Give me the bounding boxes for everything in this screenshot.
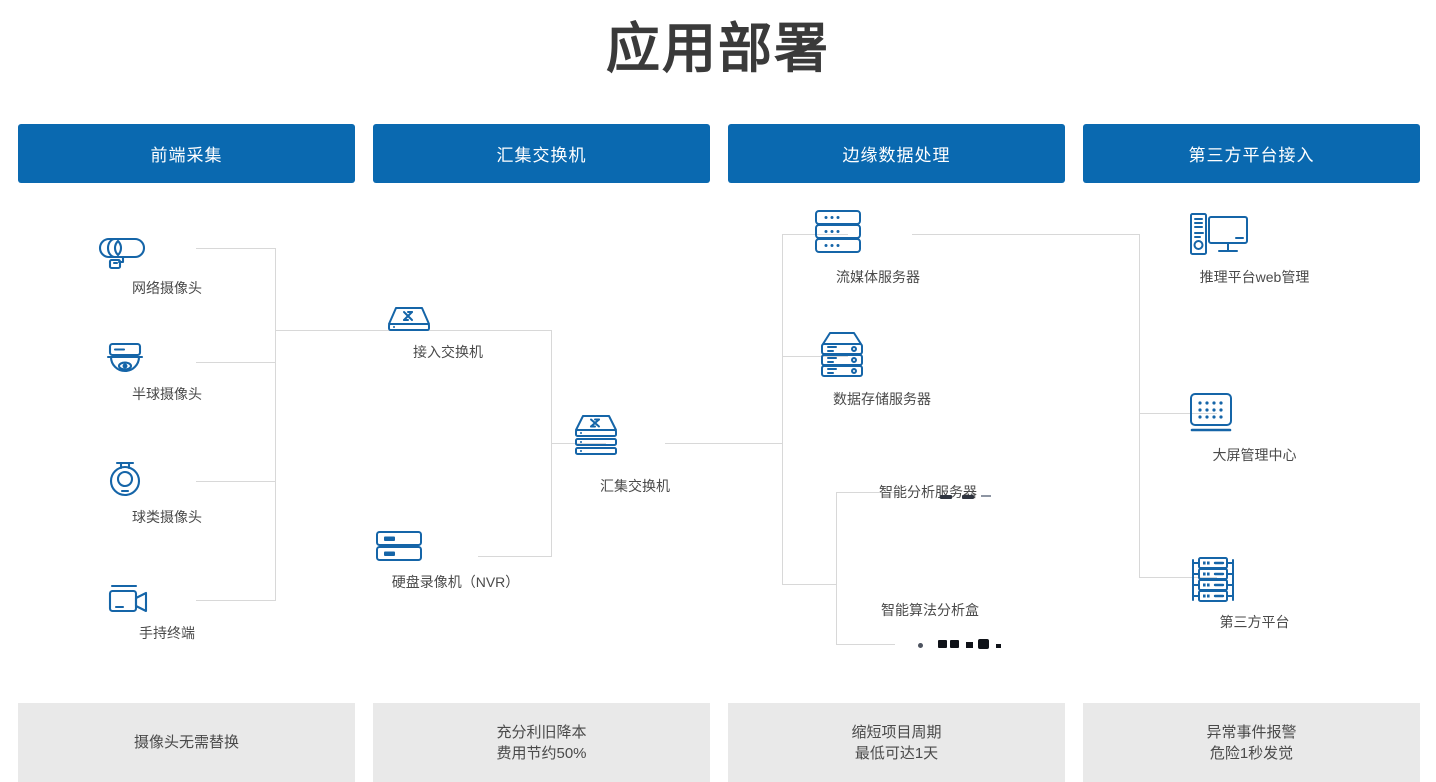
wire-cameras-to-access-switch [275,330,479,331]
node-ptz-camera[interactable]: 球类摄像头 [97,458,237,527]
node-label: 手持终端 [139,625,195,641]
storage-server-icon [812,328,952,382]
dome-camera-icon [97,341,237,377]
wire-access-switch-out [478,330,552,331]
video-wall-icon [1182,390,1327,438]
bullet-camera-icon [97,225,237,271]
node-label: 智能算法分析盒 [881,602,979,618]
camcorder-icon [97,582,237,616]
node-label: 汇集交换机 [600,478,670,494]
node-label: 接入交换机 [413,344,483,360]
node-aggregation-switch[interactable]: 汇集交换机 [565,413,705,496]
node-web-platform[interactable]: 推理平台web管理 [1182,210,1327,287]
footer-benefit-third-party: 异常事件报警 危险1秒发觉 [1083,703,1420,782]
wire-bullet-to-bus [196,248,276,249]
wire-aggregation-to-edge-bus [665,443,782,444]
node-bullet-camera[interactable]: 网络摄像头 [97,225,237,298]
wire-edge-bus-to-analysis-subbus [782,584,837,585]
rack-server-icon [808,208,948,260]
node-analysis-server[interactable]: 智能分析服务器 [858,475,998,502]
node-third-party-platform[interactable]: 第三方平台 [1182,555,1327,632]
node-dome-camera[interactable]: 半球摄像头 [97,341,237,404]
wire-ptz-to-bus [196,481,276,482]
wire-analysis-subbus [836,492,837,644]
node-handheld-terminal[interactable]: 手持终端 [97,582,237,643]
footer-benefit-switch: 充分利旧降本 费用节约50% [373,703,710,782]
node-access-switch[interactable]: 接入交换机 [378,303,518,362]
wire-algorithm-box-in [836,644,895,645]
wire-third-party-bus-to-video-wall [1139,413,1217,414]
wire-dome-to-bus [196,362,276,363]
wire-handheld-to-bus [196,600,276,601]
node-label: 球类摄像头 [132,509,202,525]
wire-access-bus-to-aggregation [551,443,606,444]
wire-edge-to-third-party [912,234,1139,235]
stacked-switch-icon [565,413,705,469]
node-label: 数据存储服务器 [833,391,931,407]
footer-benefit-edge: 缩短项目周期 最低可达1天 [728,703,1065,782]
node-label: 大屏管理中心 [1212,447,1297,463]
node-nvr[interactable]: 硬盘录像机（NVR） [368,529,543,592]
node-label: 第三方平台 [1219,614,1290,630]
nvr-icon [368,529,543,565]
page-title: 应用部署 [606,19,830,79]
ptz-camera-icon [97,458,237,500]
wire-camera-bus [275,248,276,600]
node-label: 半球摄像头 [132,386,202,402]
wire-third-party-bus [1139,234,1140,577]
column-header-third-party-access: 第三方平台接入 [1083,124,1420,183]
node-algorithm-box[interactable]: 智能算法分析盒 [860,600,1000,627]
node-label: 智能分析服务器 [879,484,977,500]
node-stream-server[interactable]: 流媒体服务器 [808,208,948,287]
switch-icon [378,303,518,335]
footer-benefit-front-end: 摄像头无需替换 [18,703,355,782]
node-label: 推理平台web管理 [1199,269,1310,285]
node-label: 硬盘录像机（NVR） [391,574,520,590]
wire-edge-bus [782,234,783,584]
wire-edge-bus-to-storage-server [782,356,848,357]
node-label: 网络摄像头 [132,280,202,296]
node-storage-server[interactable]: 数据存储服务器 [812,328,952,409]
wire-analysis-server-in [836,492,895,493]
wire-nvr-out [478,556,552,557]
column-header-aggregation-switch: 汇集交换机 [373,124,710,183]
desktop-monitor-icon [1182,210,1327,260]
node-label: 流媒体服务器 [836,269,920,285]
server-cluster-icon [1182,555,1327,605]
node-video-wall[interactable]: 大屏管理中心 [1182,390,1327,465]
column-header-edge-data-processing: 边缘数据处理 [728,124,1065,183]
column-header-front-end-collection: 前端采集 [18,124,355,183]
wire-third-party-bus-to-platform [1139,577,1217,578]
